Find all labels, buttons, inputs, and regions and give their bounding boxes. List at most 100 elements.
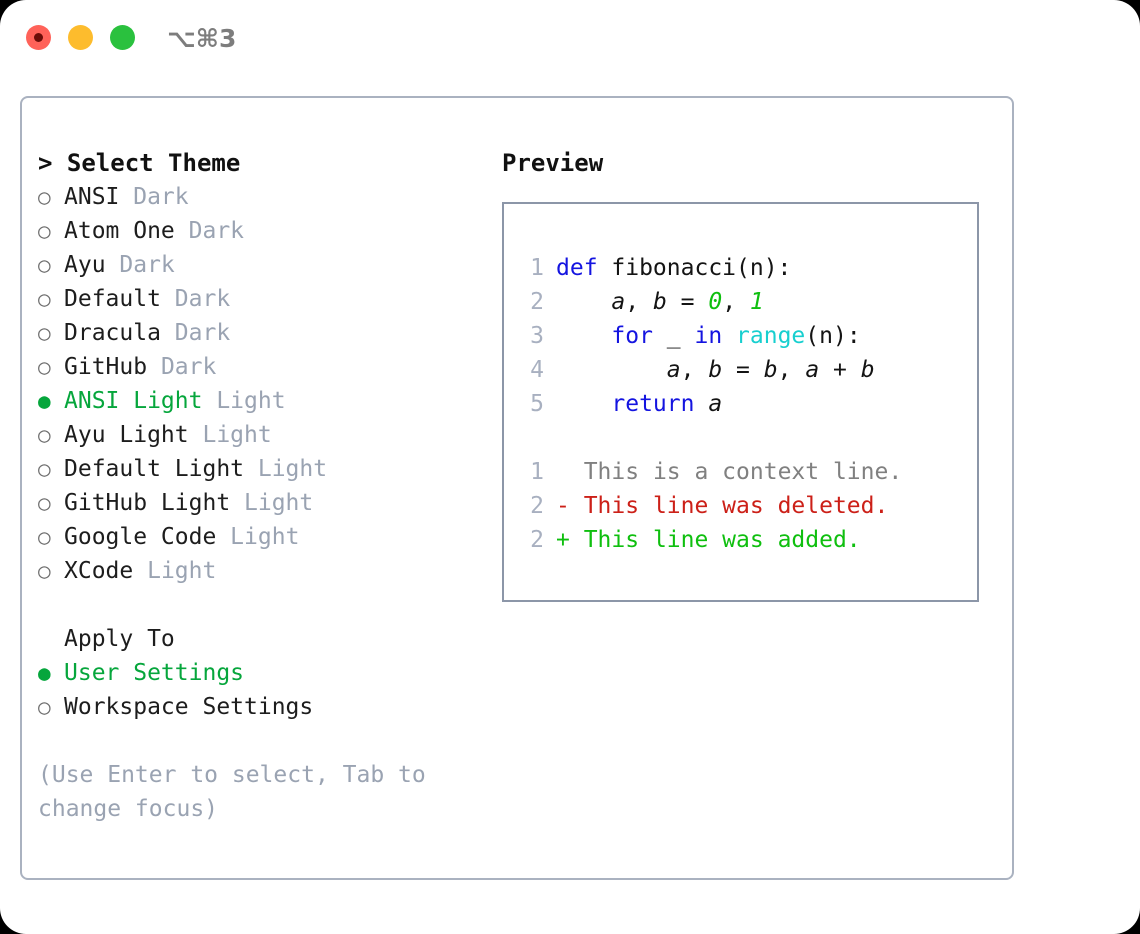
apply-to-list-item[interactable]: ○ Workspace Settings [38,690,498,724]
diff-line-number: 1 [530,459,544,485]
theme-name: Default Light [64,456,245,482]
theme-variant-label: Light [188,422,272,448]
diff-line: 2- This line was deleted. [518,489,902,523]
theme-list-item[interactable]: ○Dracula Dark [38,316,498,350]
diff-sign [556,459,584,485]
theme-name: Default [64,286,161,312]
radio-unselected-icon[interactable]: ○ [38,695,51,719]
theme-name: ANSI Light [64,388,203,414]
code-token: b [652,289,667,315]
theme-variant-label: Dark [160,286,231,312]
apply-to-heading: Apply To [64,626,175,652]
theme-variant-label: Dark [147,354,217,380]
theme-name: Ayu Light [64,422,189,448]
code-blank-line [518,421,902,455]
code-token: def [556,255,598,281]
code-line-number: 5 [530,391,544,417]
theme-variant-label: Light [230,490,314,516]
diff-text: This is a context line. [583,459,903,485]
code-token: b [763,357,778,383]
radio-unselected-icon[interactable]: ○ [38,559,51,583]
code-line-number: 4 [530,357,544,383]
theme-list-item[interactable]: ○Google Code Light [38,520,498,554]
code-token: for [611,323,653,349]
theme-list-item[interactable]: ○ Ayu Light Light [38,418,498,452]
code-token: , [680,357,709,383]
code-line: 4 a, b = b, a + b [518,353,902,387]
theme-list: ○ANSI Dark○Atom One Dark○Ayu Dark○Defaul… [38,180,498,588]
radio-selected-icon[interactable]: ● [38,661,51,685]
code-line-number: 2 [530,289,544,315]
radio-unselected-icon[interactable]: ○ [38,185,51,209]
radio-unselected-icon[interactable]: ○ [38,457,51,481]
theme-variant-label: Light [133,558,217,584]
diff-line-number: 2 [530,527,544,553]
radio-unselected-icon[interactable]: ○ [38,423,51,447]
theme-name: ANSI [64,184,120,210]
code-token: , [625,289,653,315]
diff-sign: - [556,493,584,519]
theme-variant-label: Dark [174,218,245,244]
diff-line: 2+ This line was added. [518,523,902,557]
theme-list-item[interactable]: ○ GitHub Dark [38,350,498,384]
apply-to-name: User Settings [64,660,245,686]
code-token: b [708,357,723,383]
code-token [556,289,611,315]
radio-unselected-icon[interactable]: ○ [38,253,51,277]
code-token: 0 [708,289,723,315]
radio-unselected-icon[interactable]: ○ [38,525,51,549]
code-token: , [722,289,750,315]
theme-picker-column: > Select Theme ○ANSI Dark○Atom One Dark○… [38,146,498,826]
code-token: _ [652,323,695,349]
code-token [556,357,667,383]
theme-list-item[interactable]: ○XCode Light [38,554,498,588]
code-token [722,323,736,349]
theme-list-item[interactable]: ● ANSI Light Light [38,384,498,418]
theme-name: GitHub Light [64,490,231,516]
code-token: in [694,323,723,349]
radio-unselected-icon[interactable]: ○ [38,219,51,243]
theme-name: GitHub [64,354,148,380]
theme-list-item[interactable]: ○ ANSI Dark [38,180,498,214]
code-line: 5 return a [518,387,902,421]
code-token: (n): [805,323,861,349]
code-line: 3 for _ in range(n): [518,319,902,353]
theme-variant-label: Dark [105,252,175,278]
window-title: ⌥⌘3 [167,24,237,53]
close-button[interactable] [26,25,51,50]
radio-unselected-icon[interactable]: ○ [38,355,51,379]
code-line-number: 3 [530,323,544,349]
radio-selected-icon[interactable]: ● [38,389,51,413]
minimize-button[interactable] [68,25,93,50]
code-line-number: 1 [530,255,544,281]
code-token: a [666,357,681,383]
maximize-button[interactable] [110,25,135,50]
diff-text: This line was deleted. [583,493,889,519]
diff-line-number: 2 [530,493,544,519]
theme-list-item[interactable]: ○Atom One Dark [38,214,498,248]
code-token [556,391,611,417]
apply-to-list-item[interactable]: ● User Settings [38,656,498,690]
theme-name: Ayu [64,252,106,278]
radio-unselected-icon[interactable]: ○ [38,491,51,515]
theme-list-item[interactable]: ○ Default Light Light [38,452,498,486]
theme-variant-label: Light [202,388,286,414]
radio-unselected-icon[interactable]: ○ [38,287,51,311]
code-token: a [611,289,626,315]
radio-unselected-icon[interactable]: ○ [38,321,51,345]
title-bar: ⌥⌘3 [0,0,1140,80]
code-token [694,391,708,417]
theme-list-item[interactable]: ○ Default Dark [38,282,498,316]
theme-variant-label: Dark [119,184,189,210]
code-token: , [777,357,806,383]
theme-list-item[interactable]: ○ GitHub Light Light [38,486,498,520]
section-spacer [38,588,498,622]
code-token: 1 [749,289,764,315]
main-panel: > Select Theme ○ANSI Dark○Atom One Dark○… [20,96,1014,880]
apply-to-name: Workspace Settings [64,694,314,720]
diff-line: 1 This is a context line. [518,455,902,489]
code-token: fibonacci(n): [597,255,792,281]
theme-variant-label: Light [244,456,328,482]
theme-list-item[interactable]: ○ Ayu Dark [38,248,498,282]
